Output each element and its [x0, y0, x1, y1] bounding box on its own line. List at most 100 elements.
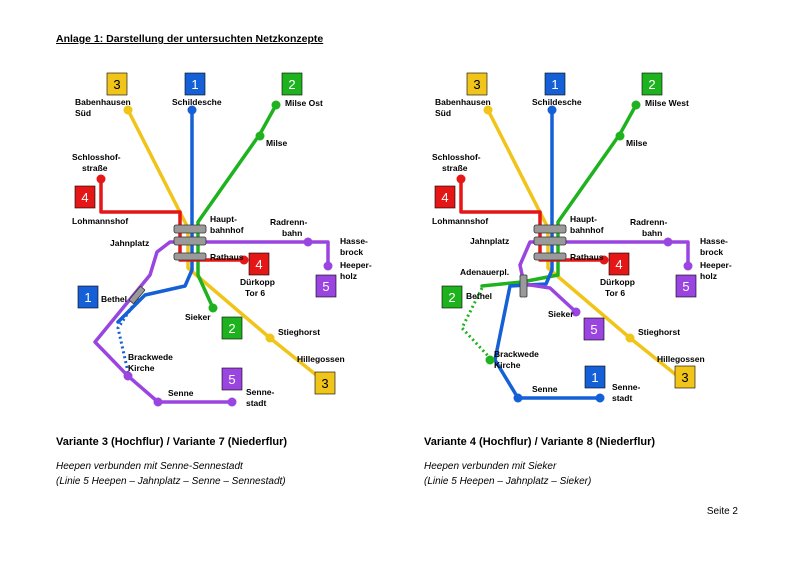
label-rathaus: Rathaus	[210, 252, 244, 262]
line-3-route	[486, 108, 682, 380]
label-milse: Milse	[266, 138, 288, 148]
svg-text:3: 3	[473, 77, 480, 92]
label-heeperholz: Heeper-	[700, 260, 732, 270]
stop-dot-sieker	[208, 303, 218, 313]
label-durkopp: Dürkopp	[240, 277, 275, 287]
label-hassebrock: Hasse-	[700, 236, 728, 246]
label-brackwede-2: Kirche	[128, 363, 155, 373]
label-hauptbahnhof: Haupt-	[210, 214, 237, 224]
svg-text:2: 2	[288, 77, 295, 92]
variant-4-description: Heepen verbunden mit Sieker (Linie 5 Hee…	[424, 459, 591, 489]
label-babenhausen: Babenhausen	[435, 97, 491, 107]
label-milse-west: Milse West	[645, 98, 689, 108]
badge-line-2-south: 2	[221, 316, 243, 340]
svg-text:3: 3	[113, 77, 120, 92]
stop-dot-sennestadt	[227, 397, 237, 407]
line-1-dotted-branch	[116, 297, 140, 373]
label-schildesche: Schildesche	[532, 97, 582, 107]
badge-line-1: 1	[544, 72, 566, 96]
label-senne: Senne	[168, 388, 194, 398]
stop-dot-brackwede	[123, 371, 133, 381]
label-durkopp-2: Tor 6	[245, 288, 265, 298]
stop-dot-sennestadt	[595, 393, 605, 403]
label-sieker: Sieker	[185, 312, 211, 322]
label-sennestadt-2: stadt	[246, 398, 266, 408]
stop-dot-milse-ost	[271, 100, 281, 110]
badge-line-3: 3	[106, 72, 128, 96]
stop-dot-schlosshof	[96, 174, 106, 184]
stop-dot-stieghorst	[625, 333, 635, 343]
stop-dot-stieghorst	[265, 333, 275, 343]
variant-3-description: Heepen verbunden mit Senne-Sennestadt (L…	[56, 459, 286, 489]
label-sennestadt: Senne-	[246, 387, 275, 397]
label-hauptbahnhof: Haupt-	[570, 214, 597, 224]
svg-text:2: 2	[448, 290, 455, 305]
badge-line-5-south: 5	[221, 367, 243, 391]
label-schlosshof-2: straße	[442, 163, 468, 173]
stop-dot-heeperholz	[683, 261, 693, 271]
line-5-route	[93, 240, 330, 404]
variant-3-title: Variante 3 (Hochflur) / Variante 7 (Nied…	[56, 436, 288, 448]
svg-text:4: 4	[441, 190, 448, 205]
stop-dot-milse	[615, 131, 625, 141]
hauptbahnhof-station-block	[173, 224, 207, 261]
label-lohmannshof: Lohmannshof	[432, 216, 488, 226]
badge-line-5-east: 5	[675, 274, 697, 298]
label-brackwede-2: Kirche	[494, 360, 521, 370]
label-radrennbahn-2: bahn	[642, 228, 662, 238]
line-3-route	[126, 108, 322, 380]
label-jahnplatz: Jahnplatz	[470, 236, 509, 246]
label-brackwede: Brackwede	[128, 352, 173, 362]
svg-text:1: 1	[84, 290, 91, 305]
bethel-station-block	[128, 286, 146, 304]
stop-dot-schlosshof	[456, 174, 466, 184]
page-heading: Anlage 1: Darstellung der untersuchten N…	[56, 33, 324, 45]
label-durkopp: Dürkopp	[600, 277, 635, 287]
stop-dot-durkopp	[599, 255, 609, 265]
variant-3-description-line-2: (Linie 5 Heepen – Jahnplatz – Senne – Se…	[56, 476, 286, 487]
svg-text:2: 2	[228, 321, 235, 336]
label-sennestadt-2: stadt	[612, 393, 632, 403]
label-durkopp-2: Tor 6	[605, 288, 625, 298]
label-milse: Milse	[626, 138, 648, 148]
page-number: Seite 2	[706, 506, 738, 517]
label-schlosshof: Schlosshof-	[432, 152, 481, 162]
label-senne: Senne	[532, 384, 558, 394]
adenauerplatz-station-block	[519, 274, 528, 298]
line-1-route	[116, 106, 194, 324]
badge-line-2: 2	[281, 72, 303, 96]
label-heeperholz: Heeper-	[340, 260, 372, 270]
stop-dot-babenhausen	[123, 105, 133, 115]
label-bethel: Bethel	[101, 294, 127, 304]
badge-line-1-south: 1	[77, 285, 99, 309]
svg-text:5: 5	[228, 372, 235, 387]
variant-3-description-line-1: Heepen verbunden mit Senne-Sennestadt	[56, 461, 243, 472]
label-lohmannshof: Lohmannshof	[72, 216, 128, 226]
variant-4-title: Variante 4 (Hochflur) / Variante 8 (Nied…	[424, 436, 656, 448]
label-stieghorst: Stieghorst	[278, 327, 320, 337]
label-milse-ost: Milse Ost	[285, 98, 323, 108]
label-adenauerplatz: Adenauerpl.	[460, 267, 509, 277]
hauptbahnhof-station-block	[533, 224, 567, 261]
svg-text:1: 1	[191, 77, 198, 92]
stop-dot-senne	[513, 393, 523, 403]
badge-line-1-south: 1	[584, 365, 606, 389]
label-radrennbahn: Radrenn-	[270, 217, 307, 227]
badge-line-4-north: 4	[74, 185, 96, 209]
label-hassebrock-2: brock	[700, 247, 723, 257]
stop-dot-radrennbahn	[303, 237, 313, 247]
variant-4-description-line-1: Heepen verbunden mit Sieker	[424, 461, 557, 472]
label-brackwede: Brackwede	[494, 349, 539, 359]
stop-dot-brackwede	[485, 355, 495, 365]
svg-text:3: 3	[681, 370, 688, 385]
badge-line-5-south: 5	[583, 317, 605, 341]
svg-text:4: 4	[255, 257, 262, 272]
label-rathaus: Rathaus	[570, 252, 604, 262]
svg-text:2: 2	[648, 77, 655, 92]
stop-dot-sieker	[571, 307, 581, 317]
badge-line-5-east: 5	[315, 274, 337, 298]
label-hassebrock: Hasse-	[340, 236, 368, 246]
label-hassebrock-2: brock	[340, 247, 363, 257]
label-sennestadt: Senne-	[612, 382, 641, 392]
label-bethel: Bethel	[466, 291, 492, 301]
